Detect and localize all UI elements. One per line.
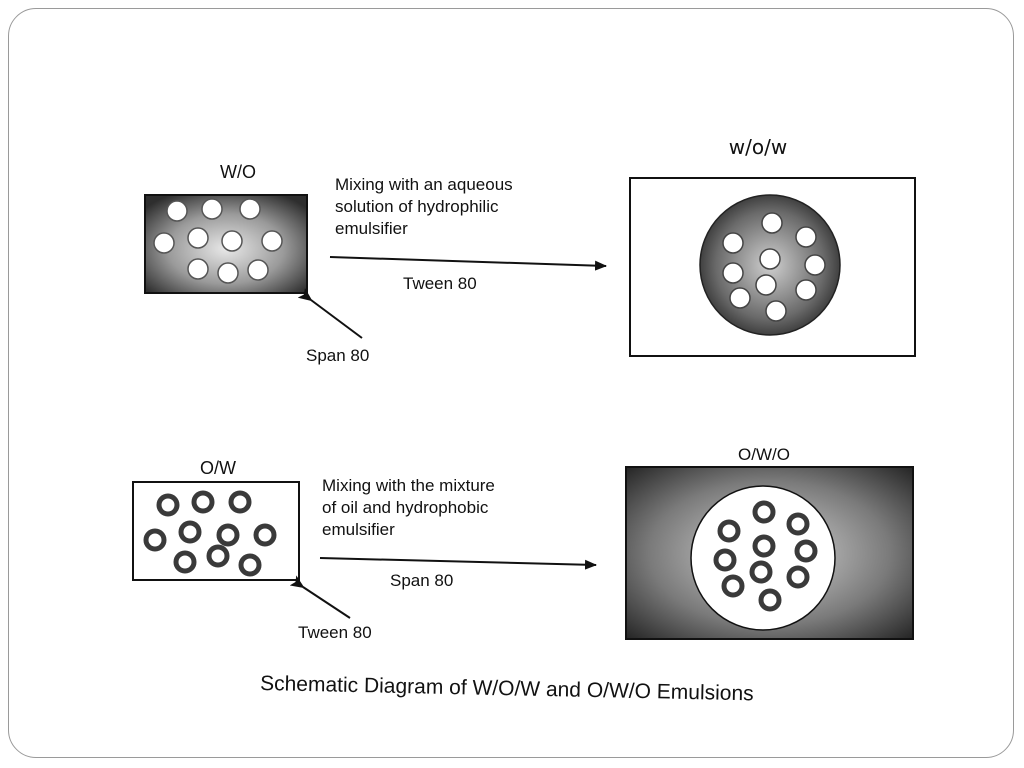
diagram-caption: Schematic Diagram of W/O/W and O/W/O Emu… [260,672,754,705]
oil-droplet [156,493,180,517]
bottom-step-line-3: emulsifier [322,520,395,539]
water-droplet [755,274,777,296]
bottom-arrow [319,557,597,570]
oil-droplet [721,574,745,598]
wow-label: w/o/w [729,135,787,159]
top-pointer-label: Span 80 [306,346,369,365]
water-droplet [153,232,175,254]
oil-droplet [752,534,776,558]
water-droplet [761,212,783,234]
water-droplet [729,287,751,309]
oil-droplet [173,550,197,574]
owo-label: O/W/O [738,445,790,464]
oil-droplet [216,523,240,547]
water-droplet [239,198,261,220]
top-step-text: Mixing with an aqueous solution of hydro… [335,175,513,238]
water-droplet [261,230,283,252]
wo-water-droplets [153,198,283,284]
oil-droplet [143,528,167,552]
water-droplet [722,262,744,284]
top-pointer-arrow [297,288,363,339]
oil-droplet [191,490,215,514]
oil-droplet [752,500,776,524]
wo-label: W/O [220,162,256,182]
ow-oil-droplets [143,490,277,577]
oil-droplet [786,565,810,589]
water-droplet [187,258,209,280]
ow-label: O/W [200,458,236,478]
bottom-step-text: Mixing with the mixture of oil and hydro… [322,476,495,539]
oil-droplet [794,539,818,563]
oil-droplet [717,519,741,543]
water-droplet [804,254,826,276]
oil-droplet [238,553,262,577]
water-droplet [187,227,209,249]
bottom-pointer-arrow [289,575,351,619]
bottom-pointer-label: Tween 80 [298,623,372,642]
top-step-line-3: emulsifier [335,219,408,238]
top-arrow [329,256,607,271]
oil-droplet [749,560,773,584]
top-step-line-2: solution of hydrophilic [335,197,499,216]
oil-droplet [786,512,810,536]
oil-droplet [253,523,277,547]
wow-inner-water-droplets [722,212,826,322]
owo-inner-oil-droplets [713,500,818,612]
oil-droplet [713,548,737,572]
water-droplet [722,232,744,254]
water-droplet [765,300,787,322]
bottom-step-line-1: Mixing with the mixture [322,476,495,495]
water-droplet [201,198,223,220]
water-droplet [795,279,817,301]
water-droplet [795,226,817,248]
bottom-arrow-label: Span 80 [390,571,453,590]
water-droplet [247,259,269,281]
water-droplet [221,230,243,252]
oil-droplet [178,520,202,544]
oil-droplet [228,490,252,514]
top-arrow-label: Tween 80 [403,274,477,293]
oil-droplet [206,544,230,568]
oil-droplet [758,588,782,612]
water-droplet [217,262,239,284]
bottom-step-line-2: of oil and hydrophobic [322,498,489,517]
water-droplet [759,248,781,270]
water-droplet [166,200,188,222]
top-step-line-1: Mixing with an aqueous [335,175,513,194]
